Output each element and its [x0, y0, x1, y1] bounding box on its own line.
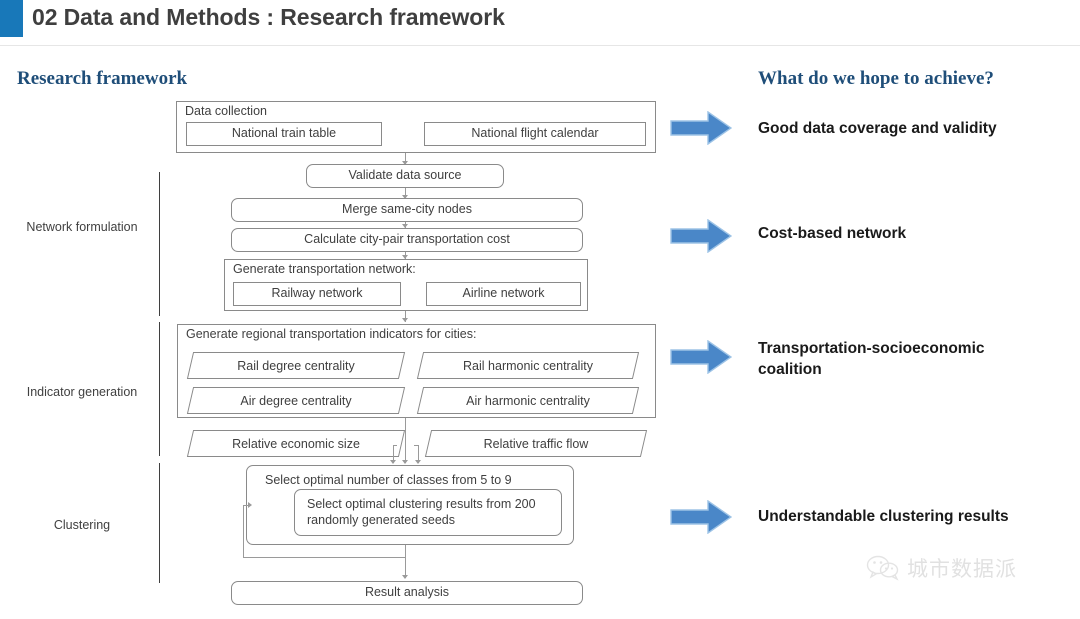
box-validate-data-source[interactable]: Validate data source — [306, 164, 504, 188]
right-arrow-icon — [670, 110, 733, 146]
pgram-relative-economic-size[interactable]: Relative economic size — [186, 430, 406, 457]
arrowhead-network — [401, 255, 408, 259]
connector-datacollection-validate — [405, 153, 406, 164]
pgram-rail-harmonic-centrality[interactable]: Rail harmonic centrality — [416, 352, 640, 379]
pgram-relative-traffic-flow-label: Relative traffic flow — [483, 436, 589, 451]
box-result-analysis-label: Result analysis — [364, 585, 450, 600]
wechat-icon — [866, 555, 899, 581]
connector-indicators-clustering — [405, 418, 406, 463]
page-title: 02 Data and Methods : Research framework — [32, 4, 505, 30]
box-national-train-table[interactable]: National train table — [186, 122, 382, 146]
arrowhead-calculate — [401, 224, 408, 228]
pgram-rail-harmonic-centrality-label: Rail harmonic centrality — [463, 358, 593, 373]
outcome-arrow-icon-2 — [670, 218, 733, 254]
connector-economic-clustering-v — [393, 445, 394, 463]
box-result-analysis[interactable]: Result analysis — [231, 581, 583, 605]
outcome-arrow-icon-4 — [670, 499, 733, 535]
box-national-flight-calendar-label: National flight calendar — [471, 126, 599, 141]
stage-label-network-formulation: Network formulation — [26, 220, 138, 234]
pgram-relative-traffic-flow[interactable]: Relative traffic flow — [424, 430, 648, 457]
outcome-text-4: Understandable clustering results — [758, 508, 1009, 525]
arrowhead-clustering-loop — [248, 501, 252, 508]
stage-label-indicator-generation: Indicator generation — [26, 385, 138, 399]
arrowhead-merge — [401, 195, 408, 199]
right-arrow-icon — [670, 218, 733, 254]
data-collection-title: Data collection — [185, 104, 267, 118]
pgram-air-degree-centrality[interactable]: Air degree centrality — [186, 387, 406, 414]
box-calculate-city-pair-cost-label: Calculate city-pair transportation cost — [304, 232, 510, 247]
connector-clustering-loop-in — [243, 505, 250, 506]
header-divider — [0, 45, 1080, 46]
outcome-arrow-icon-1 — [670, 110, 733, 146]
outcome-text-1: Good data coverage and validity — [758, 120, 997, 137]
arrowhead-validate — [401, 161, 408, 165]
connector-economic-clustering-h — [393, 445, 397, 446]
connector-clustering-loop-h — [243, 557, 406, 558]
transport-network-title: Generate transportation network: — [233, 262, 416, 276]
arrowhead-clustering-left — [389, 460, 396, 464]
box-calculate-city-pair-cost[interactable]: Calculate city-pair transportation cost — [231, 228, 583, 252]
arrowhead-clustering-right — [414, 460, 421, 464]
slide-header: 02 Data and Methods : Research framework — [0, 0, 1080, 46]
box-select-optimal-classes-label: Select optimal number of classes from 5 … — [265, 473, 512, 487]
header-accent-square — [0, 0, 23, 37]
box-select-optimal-seeds[interactable]: Select optimal clustering results from 2… — [294, 489, 562, 536]
connector-traffic-clustering-h — [414, 445, 419, 446]
stage-bracket-clustering — [159, 463, 161, 583]
watermark: 城市数据派 — [866, 553, 1017, 583]
right-section-heading: What do we hope to achieve? — [758, 68, 994, 89]
box-national-train-table-label: National train table — [231, 126, 337, 141]
connector-clustering-result — [405, 545, 406, 578]
right-arrow-icon — [670, 339, 733, 375]
pgram-rail-degree-centrality[interactable]: Rail degree centrality — [186, 352, 406, 379]
box-airline-network[interactable]: Airline network — [426, 282, 581, 306]
indicator-group-title: Generate regional transportation indicat… — [186, 327, 477, 341]
connector-network-indicators — [405, 311, 406, 322]
box-railway-network-label: Railway network — [271, 286, 363, 301]
stage-bracket-network-formulation — [159, 172, 161, 316]
box-merge-same-city-nodes-label: Merge same-city nodes — [342, 202, 472, 217]
outcome-text-3: Transportation-socioeconomic coalition — [758, 340, 985, 378]
connector-clustering-loop-up — [243, 505, 244, 558]
arrowhead-clustering-mid — [401, 460, 408, 464]
pgram-rail-degree-centrality-label: Rail degree centrality — [237, 358, 355, 373]
right-arrow-icon — [670, 499, 733, 535]
box-railway-network[interactable]: Railway network — [233, 282, 401, 306]
box-select-optimal-seeds-label: Select optimal clustering results from 2… — [307, 496, 536, 527]
arrowhead-indicators — [401, 318, 408, 322]
stage-label-clustering: Clustering — [53, 518, 111, 532]
connector-validate-merge — [405, 188, 406, 198]
box-national-flight-calendar[interactable]: National flight calendar — [424, 122, 646, 146]
outcome-text-2: Cost-based network — [758, 225, 907, 242]
box-validate-data-source-label: Validate data source — [348, 168, 462, 183]
connector-traffic-clustering-v — [418, 445, 419, 463]
pgram-air-degree-centrality-label: Air degree centrality — [240, 393, 352, 408]
left-section-heading: Research framework — [17, 68, 188, 89]
box-merge-same-city-nodes[interactable]: Merge same-city nodes — [231, 198, 583, 222]
pgram-relative-economic-size-label: Relative economic size — [232, 436, 360, 451]
arrowhead-result — [401, 575, 408, 579]
pgram-air-harmonic-centrality-label: Air harmonic centrality — [466, 393, 590, 408]
stage-bracket-indicator-generation — [159, 322, 161, 456]
watermark-text: 城市数据派 — [907, 557, 1017, 581]
outcome-arrow-icon-3 — [670, 339, 733, 375]
box-airline-network-label: Airline network — [462, 286, 545, 301]
pgram-air-harmonic-centrality[interactable]: Air harmonic centrality — [416, 387, 640, 414]
